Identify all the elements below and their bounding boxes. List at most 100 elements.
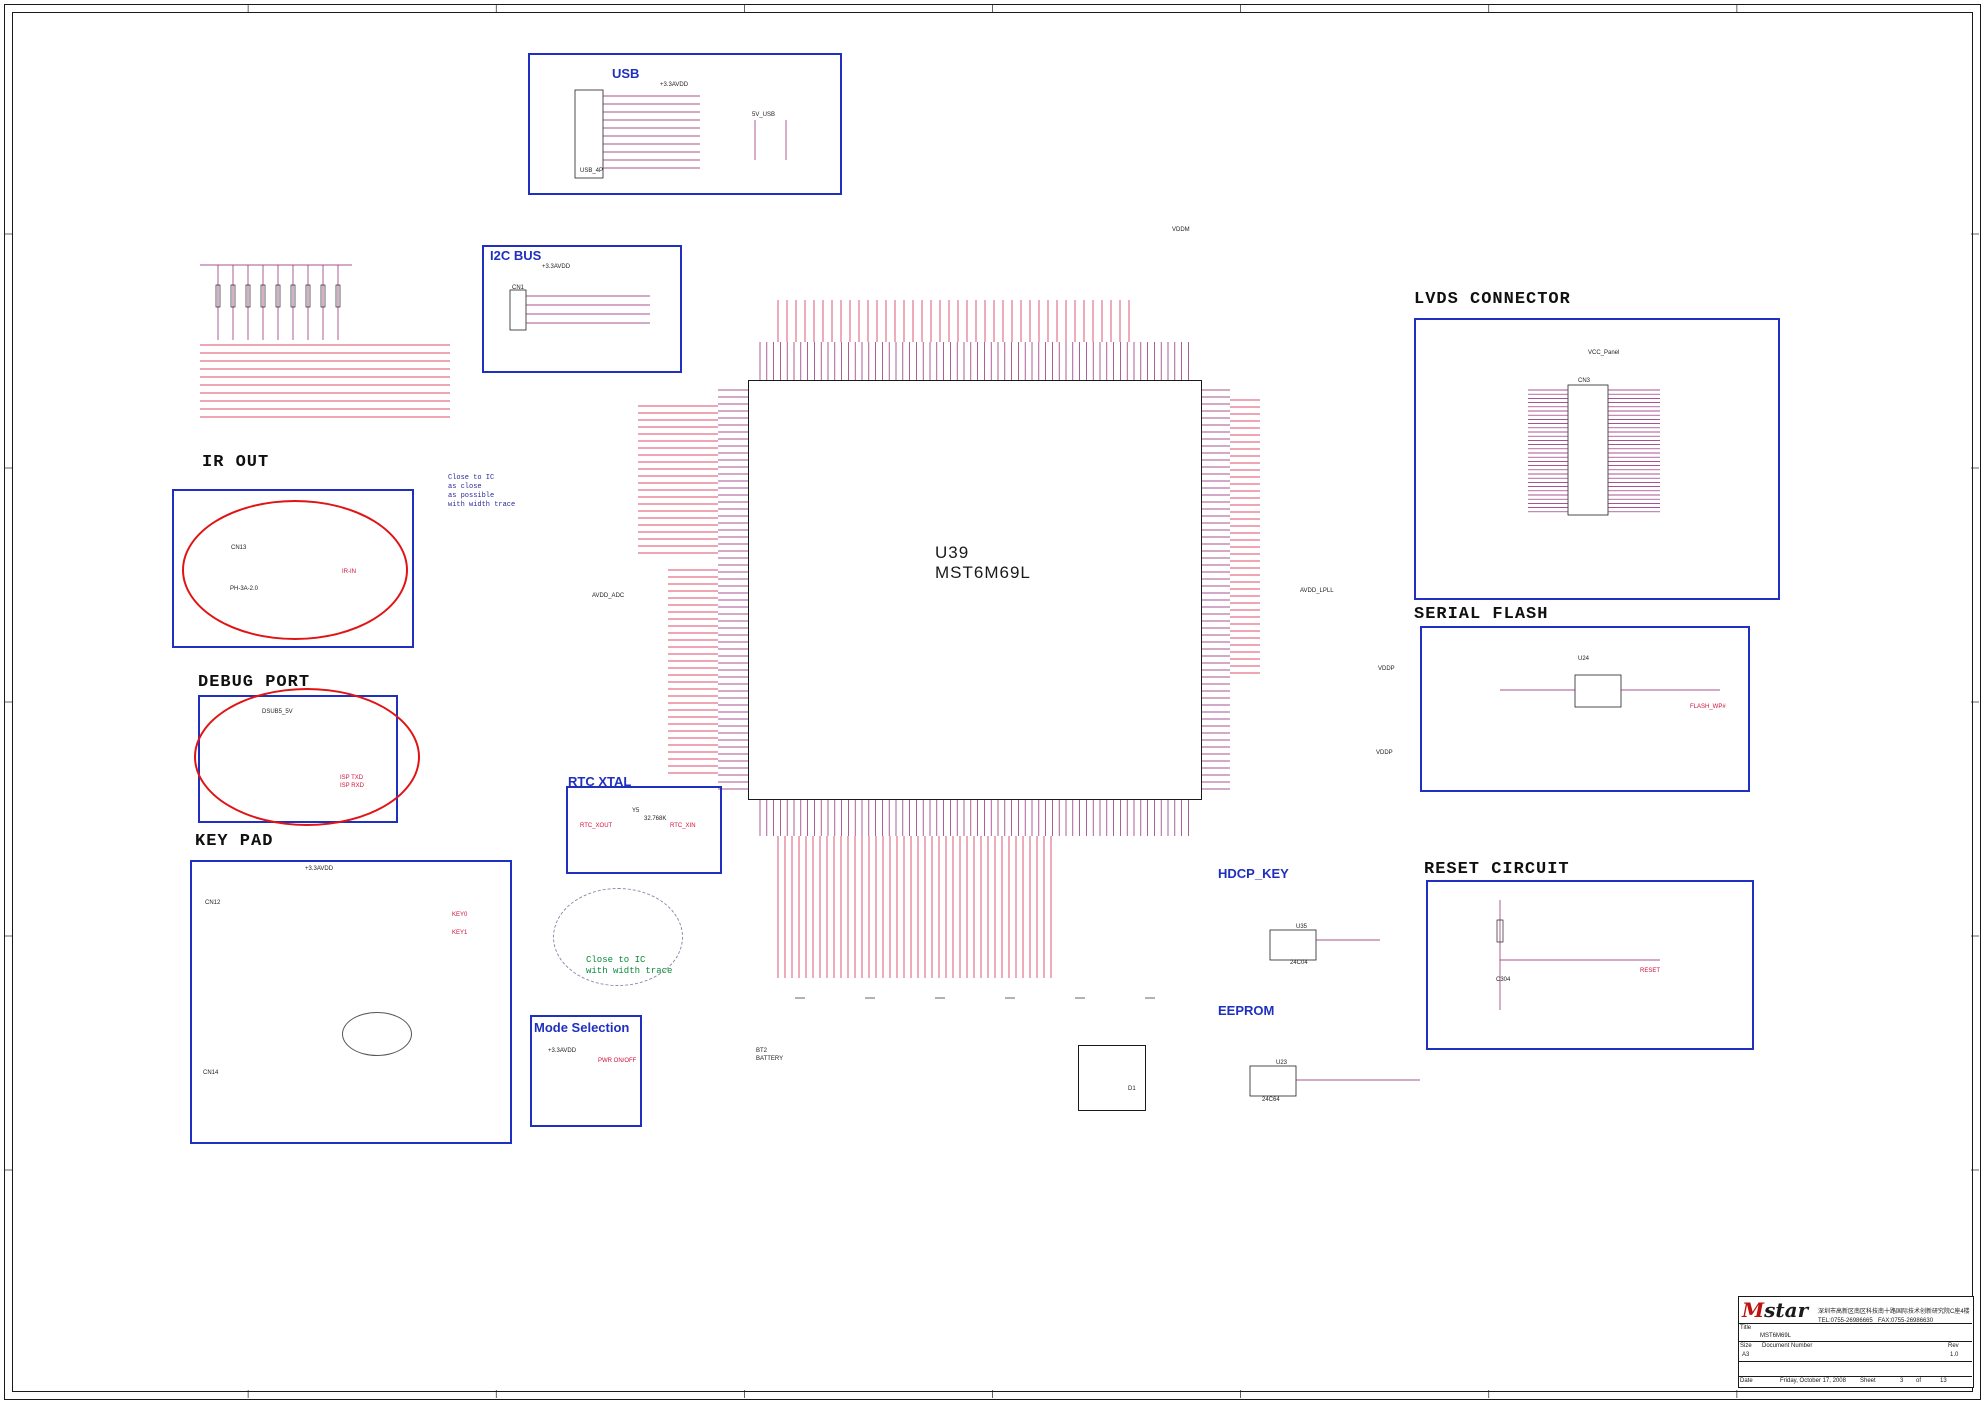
- debug-port-title: DEBUG PORT: [198, 673, 311, 692]
- rtc-xtal-label: Y5: [632, 808, 640, 814]
- lvds-title: LVDS CONNECTOR: [1414, 290, 1571, 309]
- key-connector2-label: CN14: [203, 1070, 219, 1076]
- date-label: Date: [1740, 1378, 1753, 1384]
- serial-flash-title: SERIAL FLASH: [1414, 605, 1549, 624]
- key-pad-note-circle: [342, 1012, 412, 1056]
- reset-cap-label: C304: [1496, 977, 1511, 983]
- i2c-title: I2C BUS: [490, 248, 542, 263]
- title-block-row-1: [1738, 1323, 1972, 1324]
- sheet-value: 3: [1900, 1378, 1904, 1384]
- lvds-connector-body: [1567, 384, 1609, 516]
- decoupling-dashed-circle: [553, 888, 683, 986]
- d1-label: D1: [1128, 1086, 1136, 1092]
- company-fax: FAX:0755-26986630: [1878, 1318, 1934, 1324]
- reset-block: [1426, 880, 1754, 1050]
- i2c-rail-label: +3.3AVDD: [542, 264, 571, 270]
- pullup-resistor: [260, 284, 266, 308]
- mstar-logo: Mstar: [1742, 1298, 1809, 1322]
- eeprom-chip-body: [1249, 1065, 1297, 1097]
- ir-out-block: [172, 489, 414, 648]
- reset-resistor: [1496, 919, 1504, 943]
- debug-rail-label: DSUB5_5V: [262, 709, 293, 715]
- usb-title: USB: [612, 66, 640, 81]
- title-block: [1738, 1296, 1974, 1388]
- of-label: of: [1916, 1378, 1922, 1384]
- usb-rail-label: +3.3AVDD: [660, 82, 689, 88]
- ir-in-net: IR-IN: [342, 569, 356, 575]
- flash-chip-body: [1574, 674, 1622, 708]
- lvds-connector-label: CN3: [1578, 378, 1591, 384]
- mstar-logo-text: star: [1764, 1298, 1809, 1322]
- lvds-vcc-label: VCC_Panel: [1588, 350, 1620, 356]
- close-to-ic-note: Close to IC as close as possible with wi…: [448, 474, 516, 509]
- key-pad-title: KEY PAD: [195, 832, 274, 851]
- vddp-label: VDDP: [1378, 666, 1395, 672]
- title-block-row-3: [1738, 1361, 1972, 1362]
- pullup-resistor: [215, 284, 221, 308]
- debug-tx-net: ISP TXD: [340, 775, 364, 781]
- title-block-row-2: [1738, 1341, 1972, 1342]
- mode-rail-label: +3.3AVDD: [548, 1048, 577, 1054]
- mode-net: PWR ON/OFF: [598, 1058, 637, 1064]
- ir-out-highlight-circle: [182, 500, 408, 640]
- main-ic-body: [748, 380, 1202, 800]
- key-pad-block: [190, 860, 512, 1144]
- rtc-block: [566, 786, 722, 874]
- vddm-label: VDDM: [1172, 227, 1190, 233]
- d1-chip: [1078, 1045, 1146, 1111]
- debug-rx-net: ISP RXD: [340, 783, 364, 789]
- hdcp-title: HDCP_KEY: [1218, 866, 1289, 881]
- i2c-block: [482, 245, 682, 373]
- flash-chip-label: U24: [1578, 656, 1590, 662]
- mode-selection-block: [530, 1015, 642, 1127]
- sheet-label: Sheet: [1860, 1378, 1876, 1384]
- key0-net: KEY0: [452, 912, 468, 918]
- reset-net: RESET: [1640, 968, 1661, 974]
- key-connector1-label: CN12: [205, 900, 221, 906]
- rev-label: Rev: [1948, 1343, 1959, 1349]
- pullup-resistor: [290, 284, 296, 308]
- hdcp-chip-label: U35: [1296, 924, 1308, 930]
- usb-connector-label: USB_4P: [580, 168, 604, 174]
- ir-out-title: IR OUT: [202, 453, 270, 472]
- main-ic-ref: U39: [935, 543, 970, 562]
- size-value: A3: [1742, 1352, 1750, 1358]
- hdcp-part-label: 24C04: [1290, 960, 1308, 966]
- of-value: 13: [1940, 1378, 1947, 1384]
- company-address: 深圳市高新区南区科技南十路国际技术创新研究院C座4楼: [1818, 1309, 1970, 1315]
- rtc-title: RTC XTAL: [568, 774, 632, 789]
- reset-title: RESET CIRCUIT: [1424, 860, 1570, 879]
- title-value: MST6M69L: [1760, 1333, 1792, 1339]
- avdd-adc-label: AVDD_ADC: [592, 593, 625, 599]
- battery-label: BATTERY: [756, 1056, 784, 1062]
- vddp-label-2: VDDP: [1376, 750, 1393, 756]
- rtc-xout-net: RTC_XOUT: [580, 823, 613, 829]
- lvds-block: [1414, 318, 1780, 600]
- pullup-resistor: [275, 284, 281, 308]
- pullup-resistor: [305, 284, 311, 308]
- eeprom-chip-label: U23: [1276, 1060, 1288, 1066]
- eeprom-part-label: 24C64: [1262, 1097, 1280, 1103]
- rtc-xin-net: RTC_XIN: [670, 823, 696, 829]
- flash-wp-net: FLASH_WP#: [1690, 704, 1726, 710]
- mode-selection-title: Mode Selection: [534, 1020, 630, 1035]
- rev-value: 1.0: [1950, 1352, 1959, 1358]
- company-tel: TEL:0755-26986665: [1818, 1318, 1873, 1324]
- pullup-resistor: [245, 284, 251, 308]
- usb-connector: [574, 89, 604, 179]
- title-block-row-4: [1738, 1376, 1972, 1377]
- serial-flash-block: [1420, 626, 1750, 792]
- size-label: Size: [1740, 1343, 1752, 1349]
- battery-ref: BT2: [756, 1048, 768, 1054]
- pullup-resistor: [320, 284, 326, 308]
- usb-5v-label: 5V_USB: [752, 112, 776, 118]
- document-number-label: Document Number: [1762, 1343, 1813, 1349]
- i2c-connector: [509, 289, 527, 331]
- pullup-resistor: [335, 284, 341, 308]
- avdd-lpll-label: AVDD_LPLL: [1300, 588, 1334, 594]
- pullup-resistor: [230, 284, 236, 308]
- i2c-connector-label: CN1: [512, 285, 525, 291]
- main-ic-part: MST6M69L: [935, 563, 1031, 582]
- key-rail-label: +3.3AVDD: [305, 866, 334, 872]
